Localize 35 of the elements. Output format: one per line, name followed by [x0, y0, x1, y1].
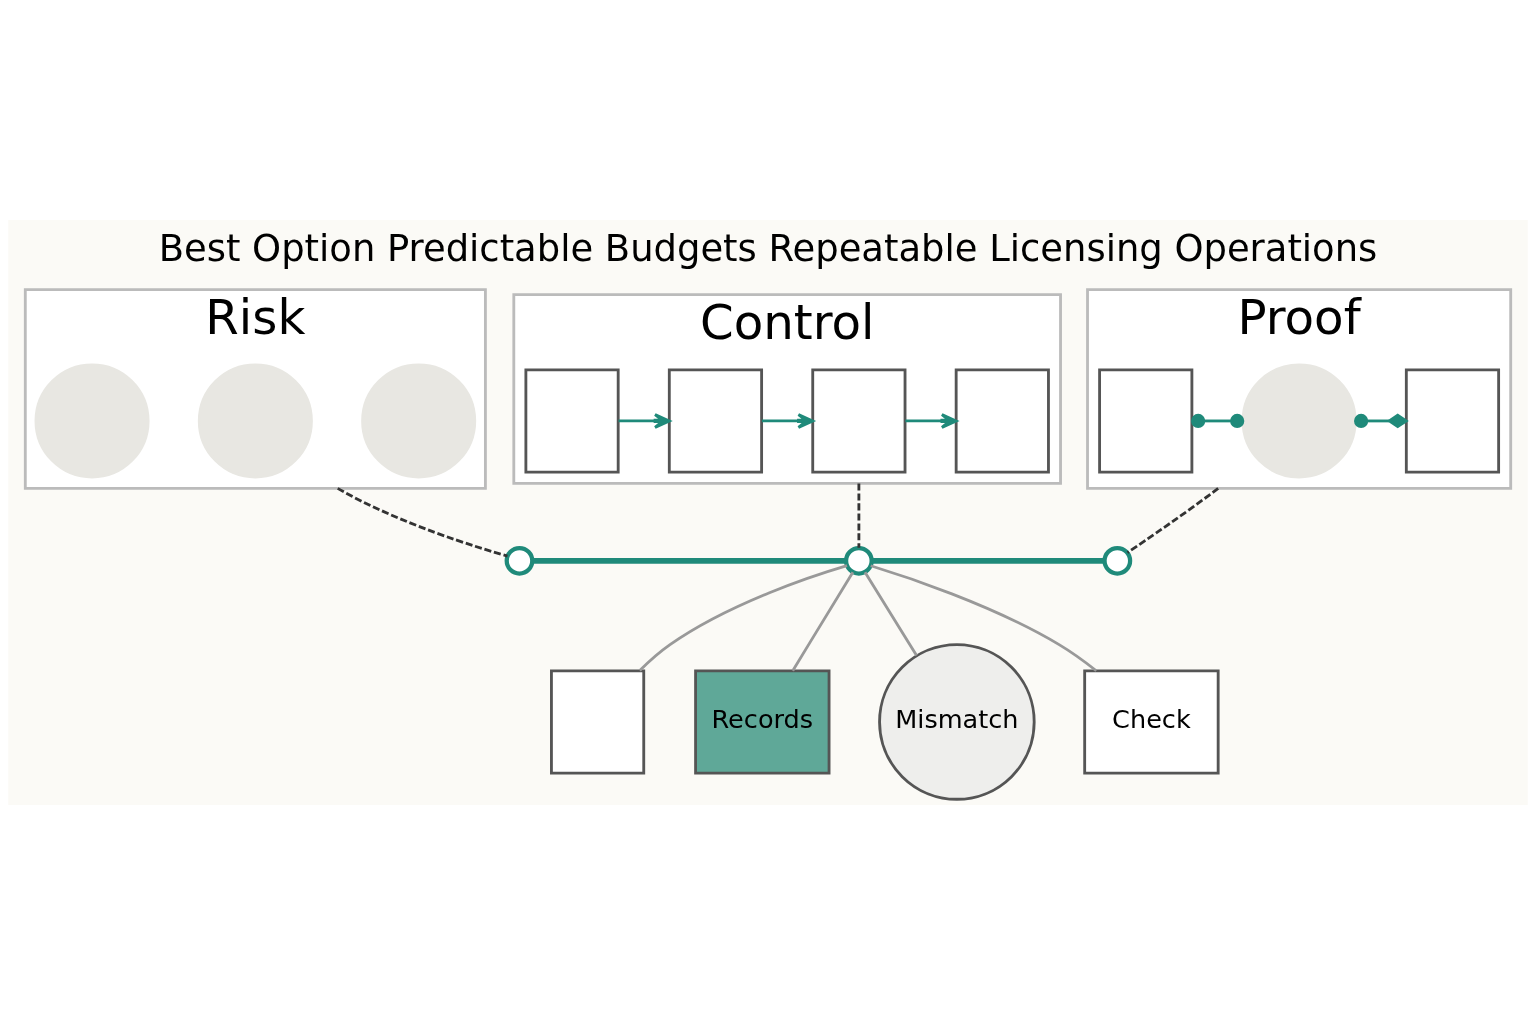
- connector: [532, 557, 846, 564]
- node-box: Check: [1083, 668, 1220, 774]
- node-circle: Mismatch: [878, 642, 1036, 801]
- node-circle: [504, 545, 535, 576]
- connector: [791, 570, 855, 671]
- node-box: [550, 668, 646, 774]
- arrow: [905, 412, 958, 429]
- node-circle: [34, 362, 150, 478]
- connector: [863, 570, 918, 656]
- node-box: [667, 367, 764, 473]
- node-box: [524, 367, 620, 473]
- connector: [872, 557, 1105, 564]
- connector: [870, 563, 1098, 672]
- node-box: [1098, 367, 1194, 473]
- cluster: Proof: [1086, 287, 1513, 490]
- node-box: [1404, 367, 1501, 473]
- node-box: [954, 367, 1050, 473]
- arrow: [761, 412, 815, 429]
- node-circle: [1241, 362, 1357, 478]
- connector: [337, 486, 508, 557]
- node-box: Records: [694, 668, 831, 774]
- connector: [1126, 486, 1219, 554]
- node-box: [811, 367, 907, 473]
- connector: [857, 482, 861, 548]
- node-circle: [197, 362, 313, 478]
- connector: [1191, 413, 1245, 428]
- node-circle: [1102, 545, 1133, 576]
- cluster: Risk: [23, 287, 487, 490]
- node-circle: [843, 545, 874, 576]
- node-circle: [361, 362, 477, 478]
- connector: [638, 563, 848, 671]
- arrow: [618, 412, 671, 429]
- connector: [1354, 413, 1409, 428]
- diagram-title: Best Option Predictable Budgets Repeatable Licensing Operations: [158, 226, 1378, 270]
- cluster: Control: [512, 292, 1062, 485]
